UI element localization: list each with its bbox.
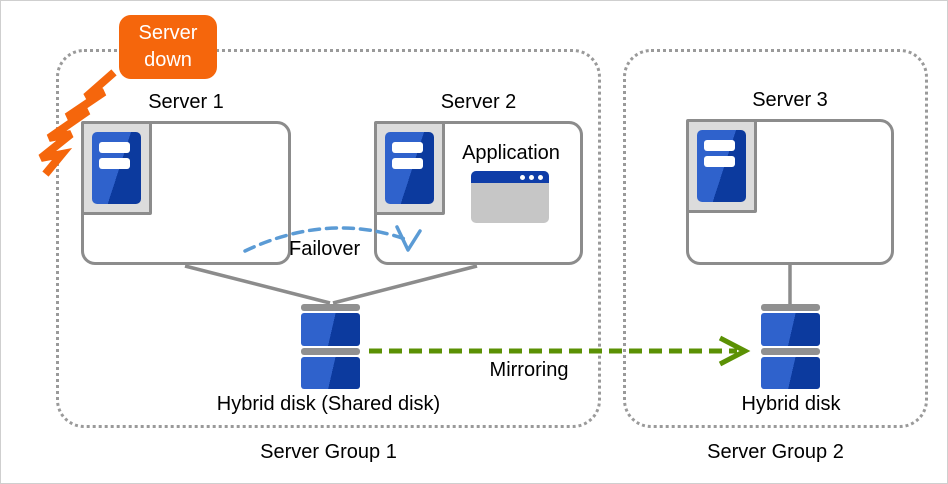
hybrid-disk-label: Hybrid disk <box>741 393 841 415</box>
disk-platter <box>761 313 820 346</box>
failover-label: Failover <box>289 238 361 260</box>
server-3-label: Server 3 <box>752 89 828 111</box>
server-slot-bar <box>392 158 423 169</box>
server-tower-icon <box>374 121 445 215</box>
application-label: Application <box>462 142 560 164</box>
window-dot-icon <box>520 174 525 180</box>
server-slot-bar <box>704 156 735 167</box>
server-tower-body <box>385 132 434 204</box>
shared-disk-label: Hybrid disk (Shared disk) <box>216 393 441 415</box>
shared-disk-icon <box>301 304 360 389</box>
server-group-2-container <box>623 49 928 428</box>
server-2-label: Server 2 <box>440 91 517 113</box>
server-group-1-container <box>56 49 601 428</box>
disk-cap <box>761 304 820 311</box>
server-slot-bar <box>392 142 423 153</box>
server-group-1-label: Server Group 1 <box>260 441 397 463</box>
app-window-titlebar <box>471 171 549 183</box>
disk-cap <box>761 348 820 355</box>
disk-cap <box>301 304 360 311</box>
server-1-box <box>81 121 291 265</box>
disk-platter <box>301 313 360 346</box>
hybrid-disk-icon <box>761 304 820 389</box>
disk-platter <box>761 357 820 389</box>
server-slot-bar <box>99 142 130 153</box>
server-slot-bar <box>99 158 130 169</box>
server-slot-bar <box>704 140 735 151</box>
server-tower-icon <box>81 121 152 215</box>
disk-cap <box>301 348 360 355</box>
server-tower-body <box>92 132 141 204</box>
app-window-icon <box>471 171 549 223</box>
server-tower-body <box>697 130 746 202</box>
window-dot-icon <box>529 174 534 180</box>
server-group-2-label: Server Group 2 <box>707 441 844 463</box>
server-1-label: Server 1 <box>148 91 224 113</box>
mirroring-label: Mirroring <box>489 359 569 381</box>
window-dot-icon <box>538 174 543 180</box>
server-3-box <box>686 119 894 265</box>
server-down-badge: Server down <box>119 15 217 79</box>
disk-platter <box>301 357 360 389</box>
server-down-label: Server down <box>138 22 198 71</box>
server-tower-icon <box>686 119 757 213</box>
